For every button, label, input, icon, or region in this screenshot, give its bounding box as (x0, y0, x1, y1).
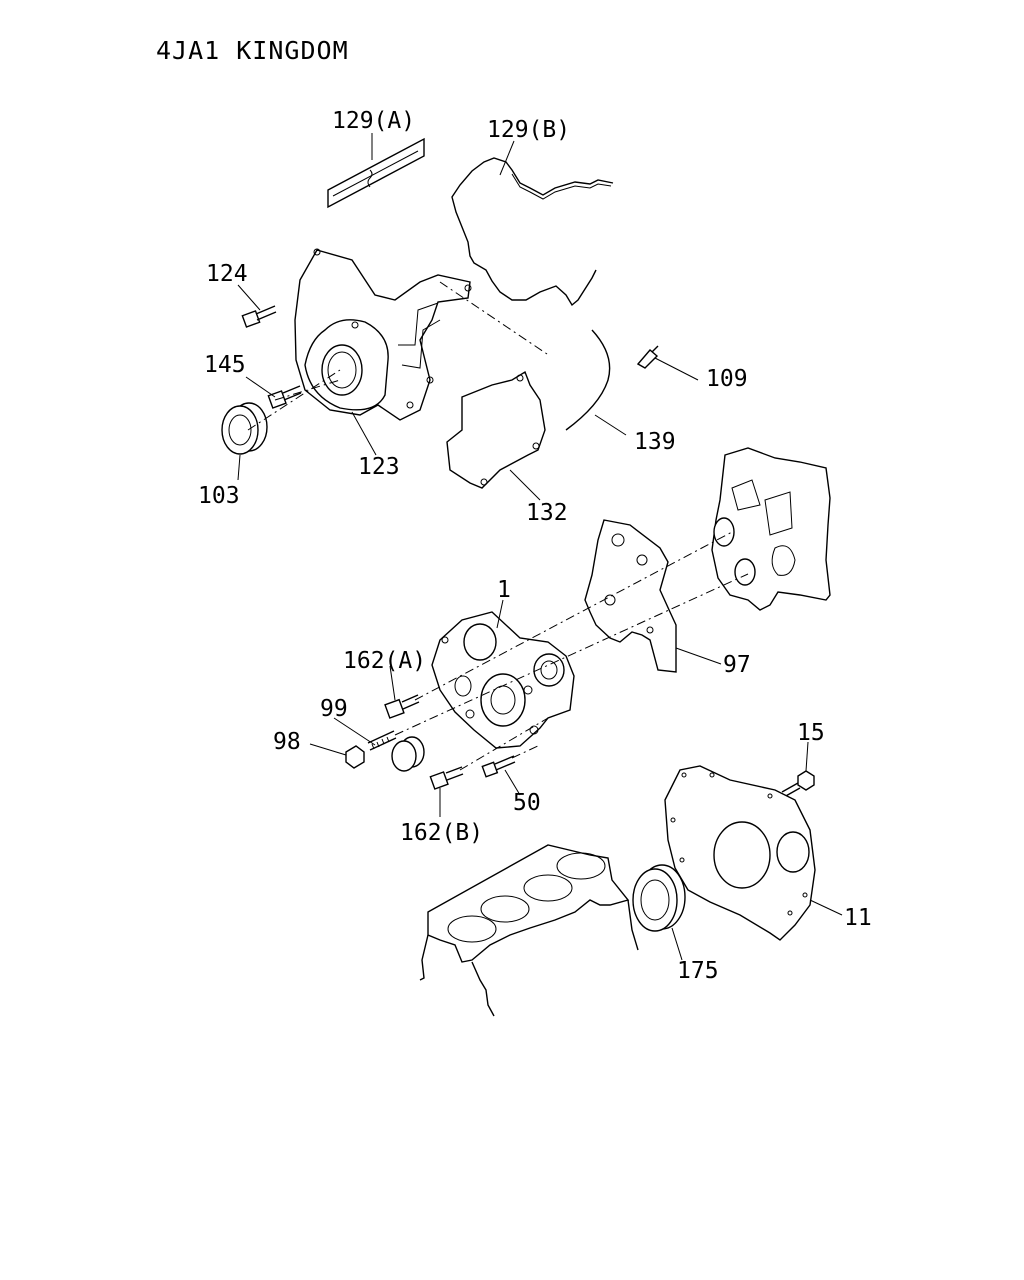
callout-97: 97 (723, 652, 751, 678)
callout-139: 139 (634, 429, 676, 455)
callout-123: 123 (358, 454, 400, 480)
diagram-title: 4JA1 KINGDOM (156, 36, 349, 65)
bolt-162b[interactable] (429, 766, 464, 790)
bushing (391, 736, 425, 772)
stud-99[interactable] (367, 730, 397, 751)
plate-97[interactable] (584, 519, 677, 673)
callout-132: 132 (526, 500, 568, 526)
callout-124: 124 (206, 261, 248, 287)
plate-11[interactable] (664, 765, 816, 941)
timing-cover-132[interactable] (446, 370, 546, 489)
bolt-124[interactable] (241, 305, 277, 328)
callout-129b: 129(B) (487, 117, 570, 143)
callout-11: 11 (844, 905, 872, 931)
oil-seal-175[interactable] (632, 864, 686, 932)
callout-145: 145 (204, 352, 246, 378)
callout-15: 15 (797, 720, 825, 746)
callout-129a: 129(A) (332, 108, 415, 134)
callout-1: 1 (497, 577, 511, 603)
stud-109[interactable] (636, 345, 659, 369)
engine-block (711, 447, 831, 611)
callout-162b: 162(B) (400, 820, 483, 846)
nut-98[interactable] (345, 745, 365, 769)
callout-98: 98 (273, 729, 301, 755)
front-cover-123[interactable] (294, 248, 472, 421)
callout-99: 99 (320, 696, 348, 722)
gasket-129a[interactable] (327, 137, 425, 209)
callout-50: 50 (513, 790, 541, 816)
gear-case-1[interactable] (431, 611, 575, 749)
callout-109: 109 (706, 366, 748, 392)
gasket-129b[interactable] (451, 157, 614, 307)
leader-lines (237, 133, 843, 961)
oil-seal-103[interactable] (221, 402, 268, 455)
bolt-15[interactable] (781, 770, 815, 798)
bolt-50[interactable] (481, 755, 516, 778)
cylinder-block (419, 844, 639, 1017)
callout-175: 175 (677, 958, 719, 984)
seal-strip-139[interactable] (565, 329, 611, 431)
bolt-145[interactable] (267, 385, 302, 409)
bolt-162a[interactable] (384, 694, 420, 719)
callout-162a: 162(A) (343, 648, 426, 674)
alignment-lines (247, 281, 749, 771)
callout-103: 103 (198, 483, 240, 509)
callout-labels: 129(A) 129(B) 124 145 109 139 123 103 13… (198, 108, 872, 984)
